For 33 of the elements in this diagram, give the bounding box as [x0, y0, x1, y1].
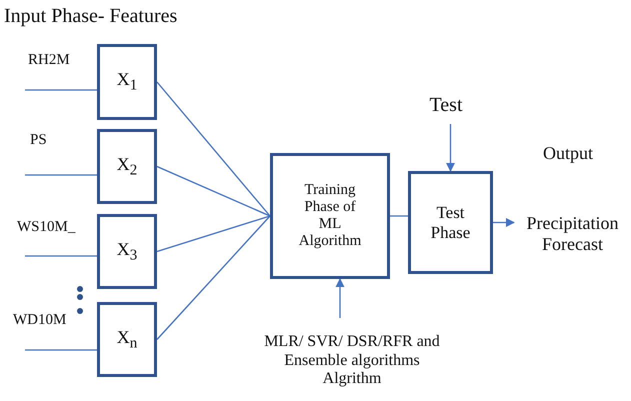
input-box [97, 129, 157, 204]
feature-label: RH2M [28, 52, 70, 69]
feature-label: WD10M [13, 312, 66, 329]
box-text: X$_{n}$ [116, 326, 138, 352]
feature-label: WS10M_ [17, 219, 76, 236]
algorithm-label: MLR/ SVR/ DSR/RFR and Ensemble algorithms Algrithm [263, 333, 441, 389]
box-text: Training Phase of ML Algorithm [298, 182, 362, 250]
connector-line [25, 174, 97, 176]
connector-line [25, 255, 97, 257]
box-text: X$_{1}$ [116, 69, 138, 95]
connector-line [156, 166, 270, 217]
process-box [408, 171, 493, 274]
output-label: Precipitation Forecast [526, 213, 620, 255]
connector-line [25, 89, 97, 91]
arrow [336, 278, 344, 318]
arrow [446, 124, 455, 172]
process-box [270, 153, 390, 279]
arrow [493, 218, 515, 227]
connector-line [156, 216, 270, 340]
feature-label: PS [30, 132, 47, 149]
connector-line [390, 215, 408, 217]
input-box [97, 44, 157, 120]
box-text: Test Phase [430, 202, 470, 242]
input-box [97, 302, 157, 377]
title: Input Phase- Features [4, 5, 178, 28]
section-label: Output [543, 143, 594, 164]
input-label: Test [429, 94, 463, 116]
box-text: X$_{3}$ [116, 238, 138, 264]
input-box [97, 214, 157, 289]
connector-line [156, 82, 270, 216]
box-text: X$_{2}$ [116, 154, 138, 180]
connector-line [156, 215, 270, 252]
connector-line [25, 349, 97, 351]
